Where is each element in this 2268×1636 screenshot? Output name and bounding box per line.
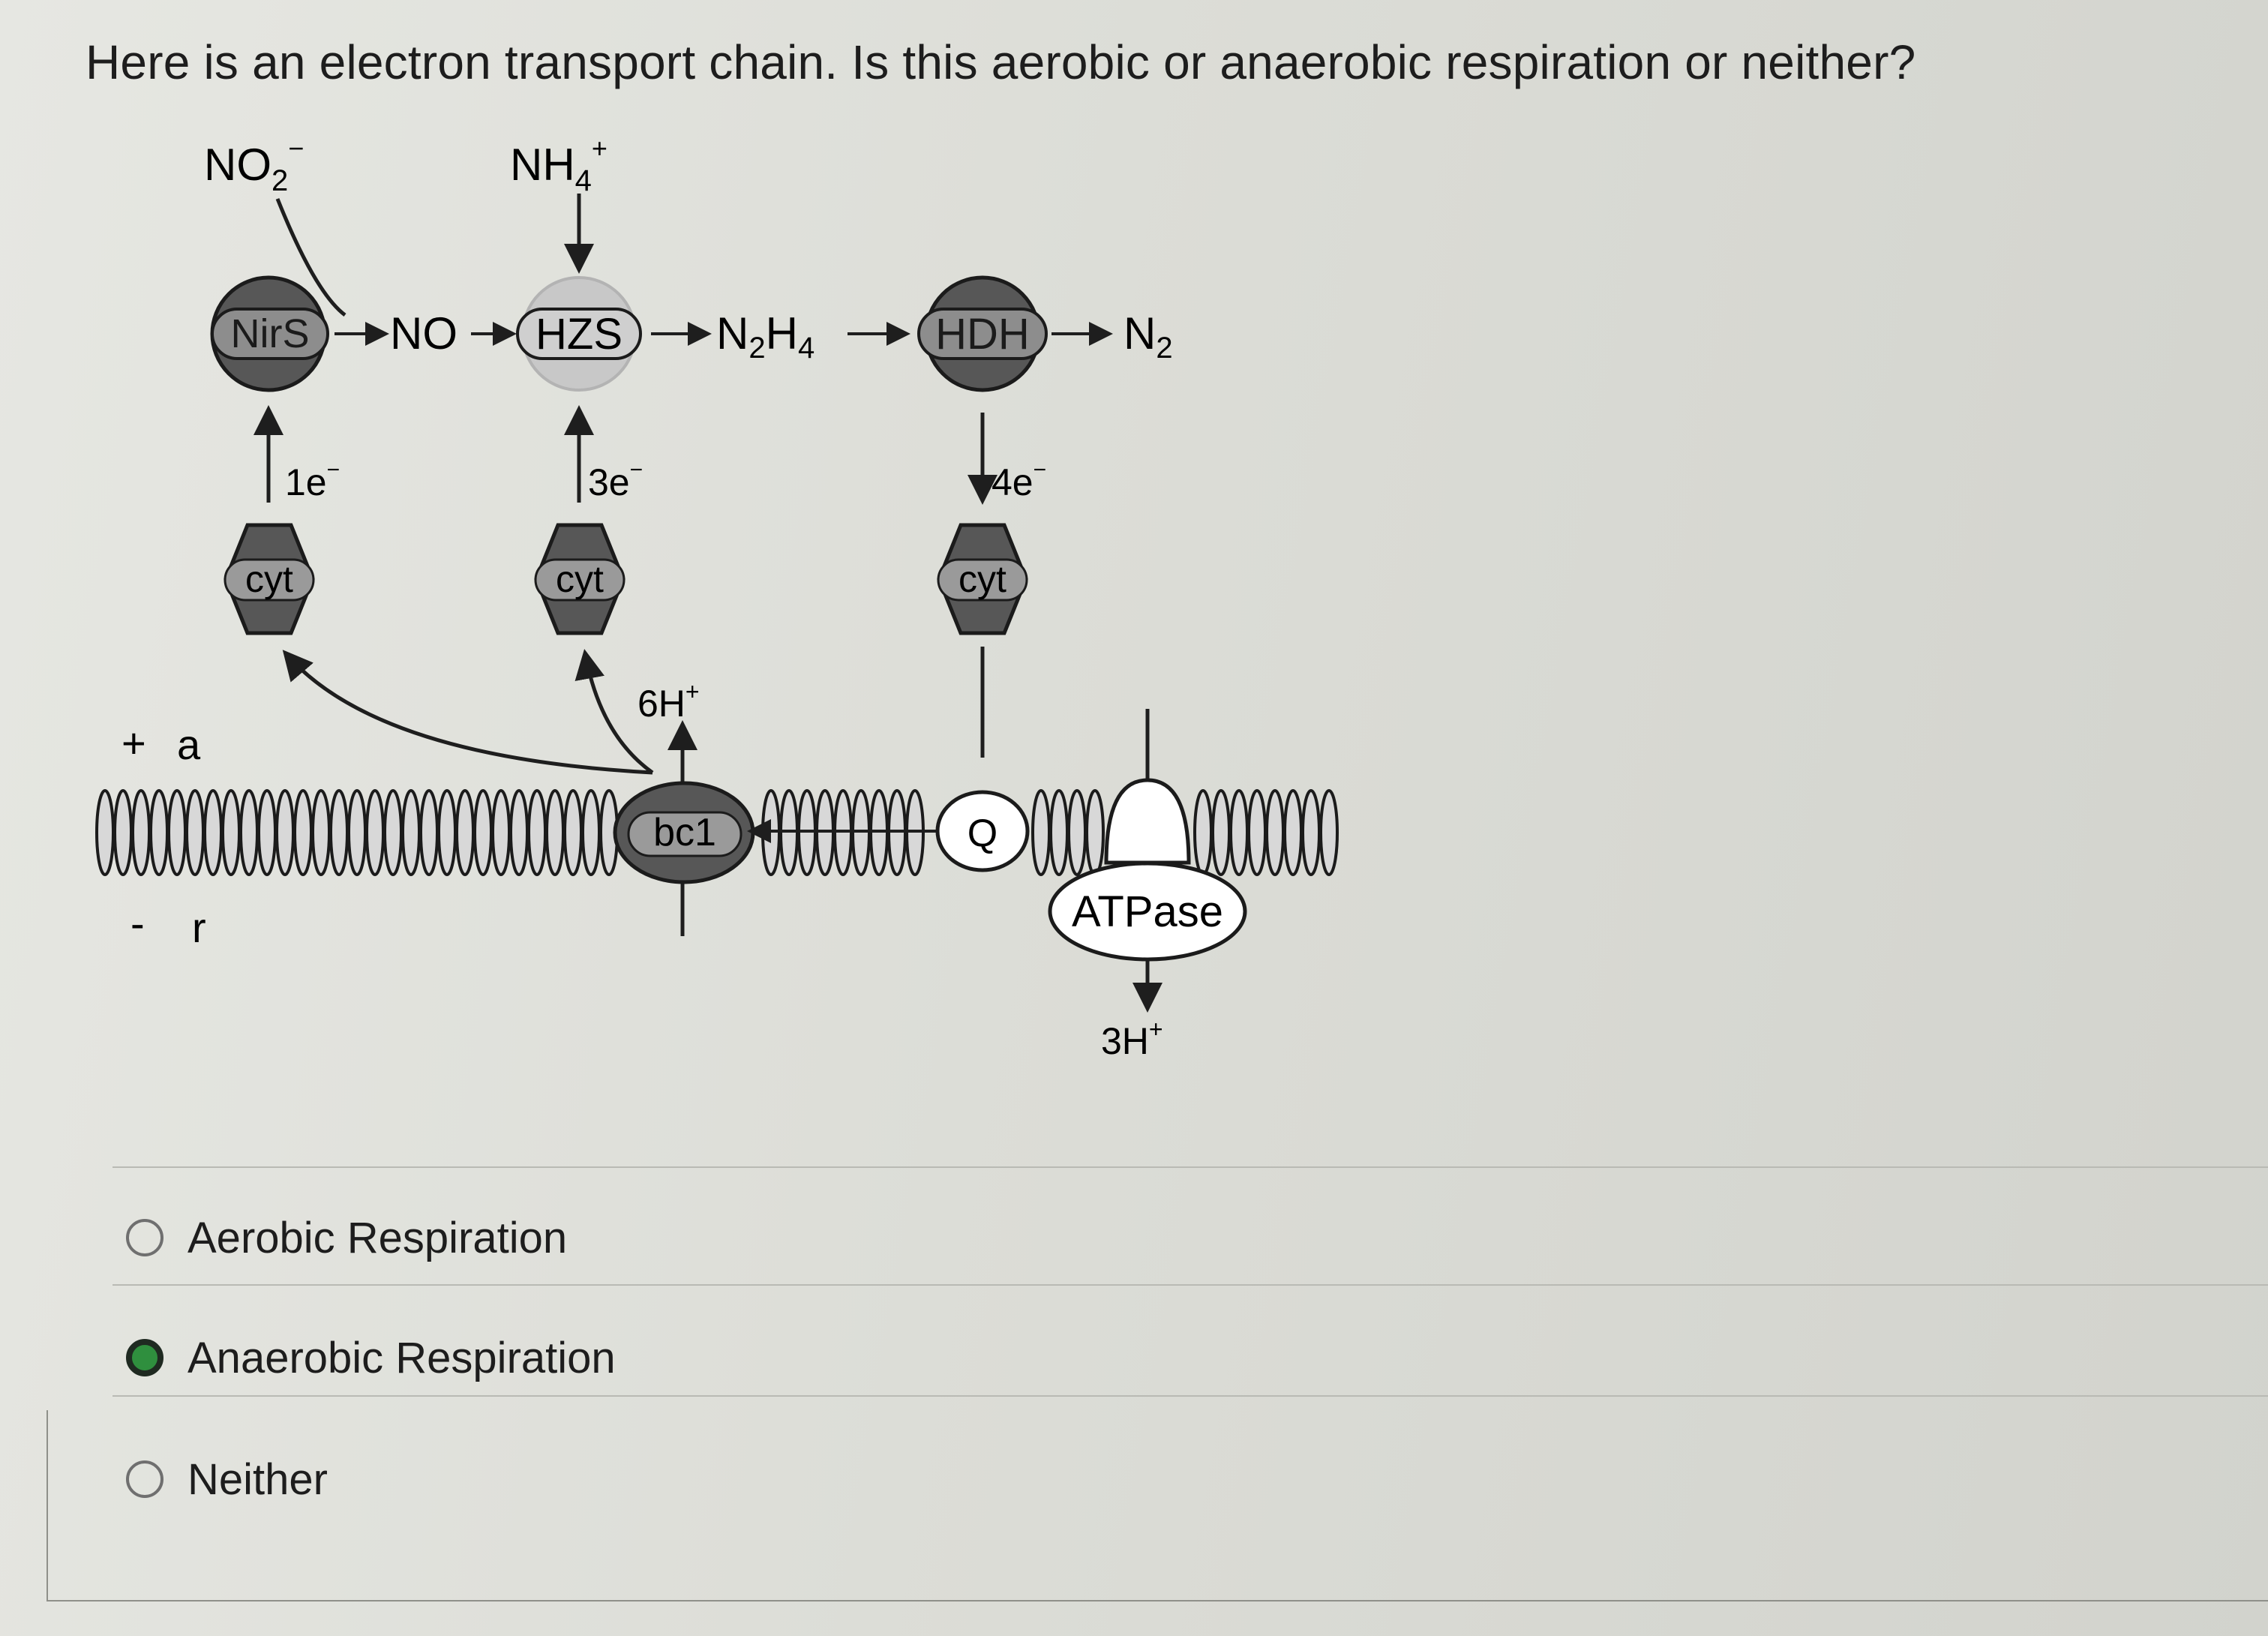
question-text: Here is an electron transport chain. Is … (86, 35, 1916, 89)
hzs-enzyme: HZS (516, 276, 642, 392)
dinitrogen-label: N2 (1124, 308, 1173, 365)
one-electron-label: 1e− (285, 458, 340, 503)
svg-text:ATPase: ATPase (1072, 887, 1223, 936)
divider-top (112, 1166, 2268, 1168)
svg-text:NirS: NirS (231, 311, 310, 356)
svg-text:HZS: HZS (536, 310, 622, 359)
option-neither[interactable]: Neither (126, 1445, 328, 1513)
svg-text:Q: Q (968, 812, 998, 855)
card-bottom-border (46, 1600, 2268, 1601)
three-electron-label: 3e− (588, 458, 643, 503)
divider-1 (112, 1284, 2268, 1286)
svg-text:bc1: bc1 (653, 811, 716, 854)
three-protons-label: 3H+ (1101, 1016, 1163, 1062)
plus-side-letter: a (177, 721, 201, 768)
no-label: NO (390, 308, 458, 359)
svg-text:cyt: cyt (245, 558, 293, 600)
nitrite-label: NO2− (204, 133, 304, 197)
nirs-enzyme: NirS (210, 275, 329, 392)
bc1-to-cytochrome-2-arrow (574, 649, 654, 775)
svg-text:cyt: cyt (556, 558, 604, 600)
option-label-neither: Neither (188, 1454, 328, 1504)
cytochrome-3: cyt (937, 523, 1028, 635)
bc1-to-cytochrome-1-arrow (282, 650, 653, 775)
atpase-complex: ATPase (1048, 778, 1247, 962)
option-aerobic-respiration[interactable]: Aerobic Respiration (126, 1204, 567, 1271)
option-label-aerobic: Aerobic Respiration (188, 1213, 568, 1262)
quinone: Q (935, 790, 1030, 872)
svg-text:HDH: HDH (935, 310, 1030, 359)
minus-side-letter: r (192, 904, 206, 951)
cytochrome-1: cyt (224, 523, 315, 635)
minus-side-sign: - (130, 899, 145, 947)
cytochrome-2: cyt (534, 523, 626, 635)
plus-side-sign: + (122, 719, 146, 767)
option-anaerobic-respiration[interactable]: Anaerobic Respiration (126, 1324, 616, 1391)
radio-aerobic[interactable] (126, 1219, 164, 1256)
hydrazine-label: N2H4 (716, 308, 814, 365)
electron-transfer-arrows (254, 405, 998, 505)
ammonium-label: NH4+ (510, 133, 608, 197)
svg-text:cyt: cyt (958, 558, 1006, 600)
radio-neither[interactable] (126, 1460, 164, 1498)
hdh-enzyme: HDH (917, 275, 1048, 392)
four-electron-label: 4e− (992, 458, 1046, 503)
bc1-complex: bc1 (613, 781, 755, 884)
card-left-border (46, 1410, 48, 1601)
nitrite-arrow (275, 198, 346, 317)
membrane-lipid-bilayer (95, 789, 1339, 876)
option-label-anaerobic: Anaerobic Respiration (188, 1333, 616, 1382)
radio-anaerobic-selected[interactable] (126, 1339, 164, 1376)
six-protons-label: 6H+ (638, 678, 700, 725)
divider-2 (112, 1395, 2268, 1397)
